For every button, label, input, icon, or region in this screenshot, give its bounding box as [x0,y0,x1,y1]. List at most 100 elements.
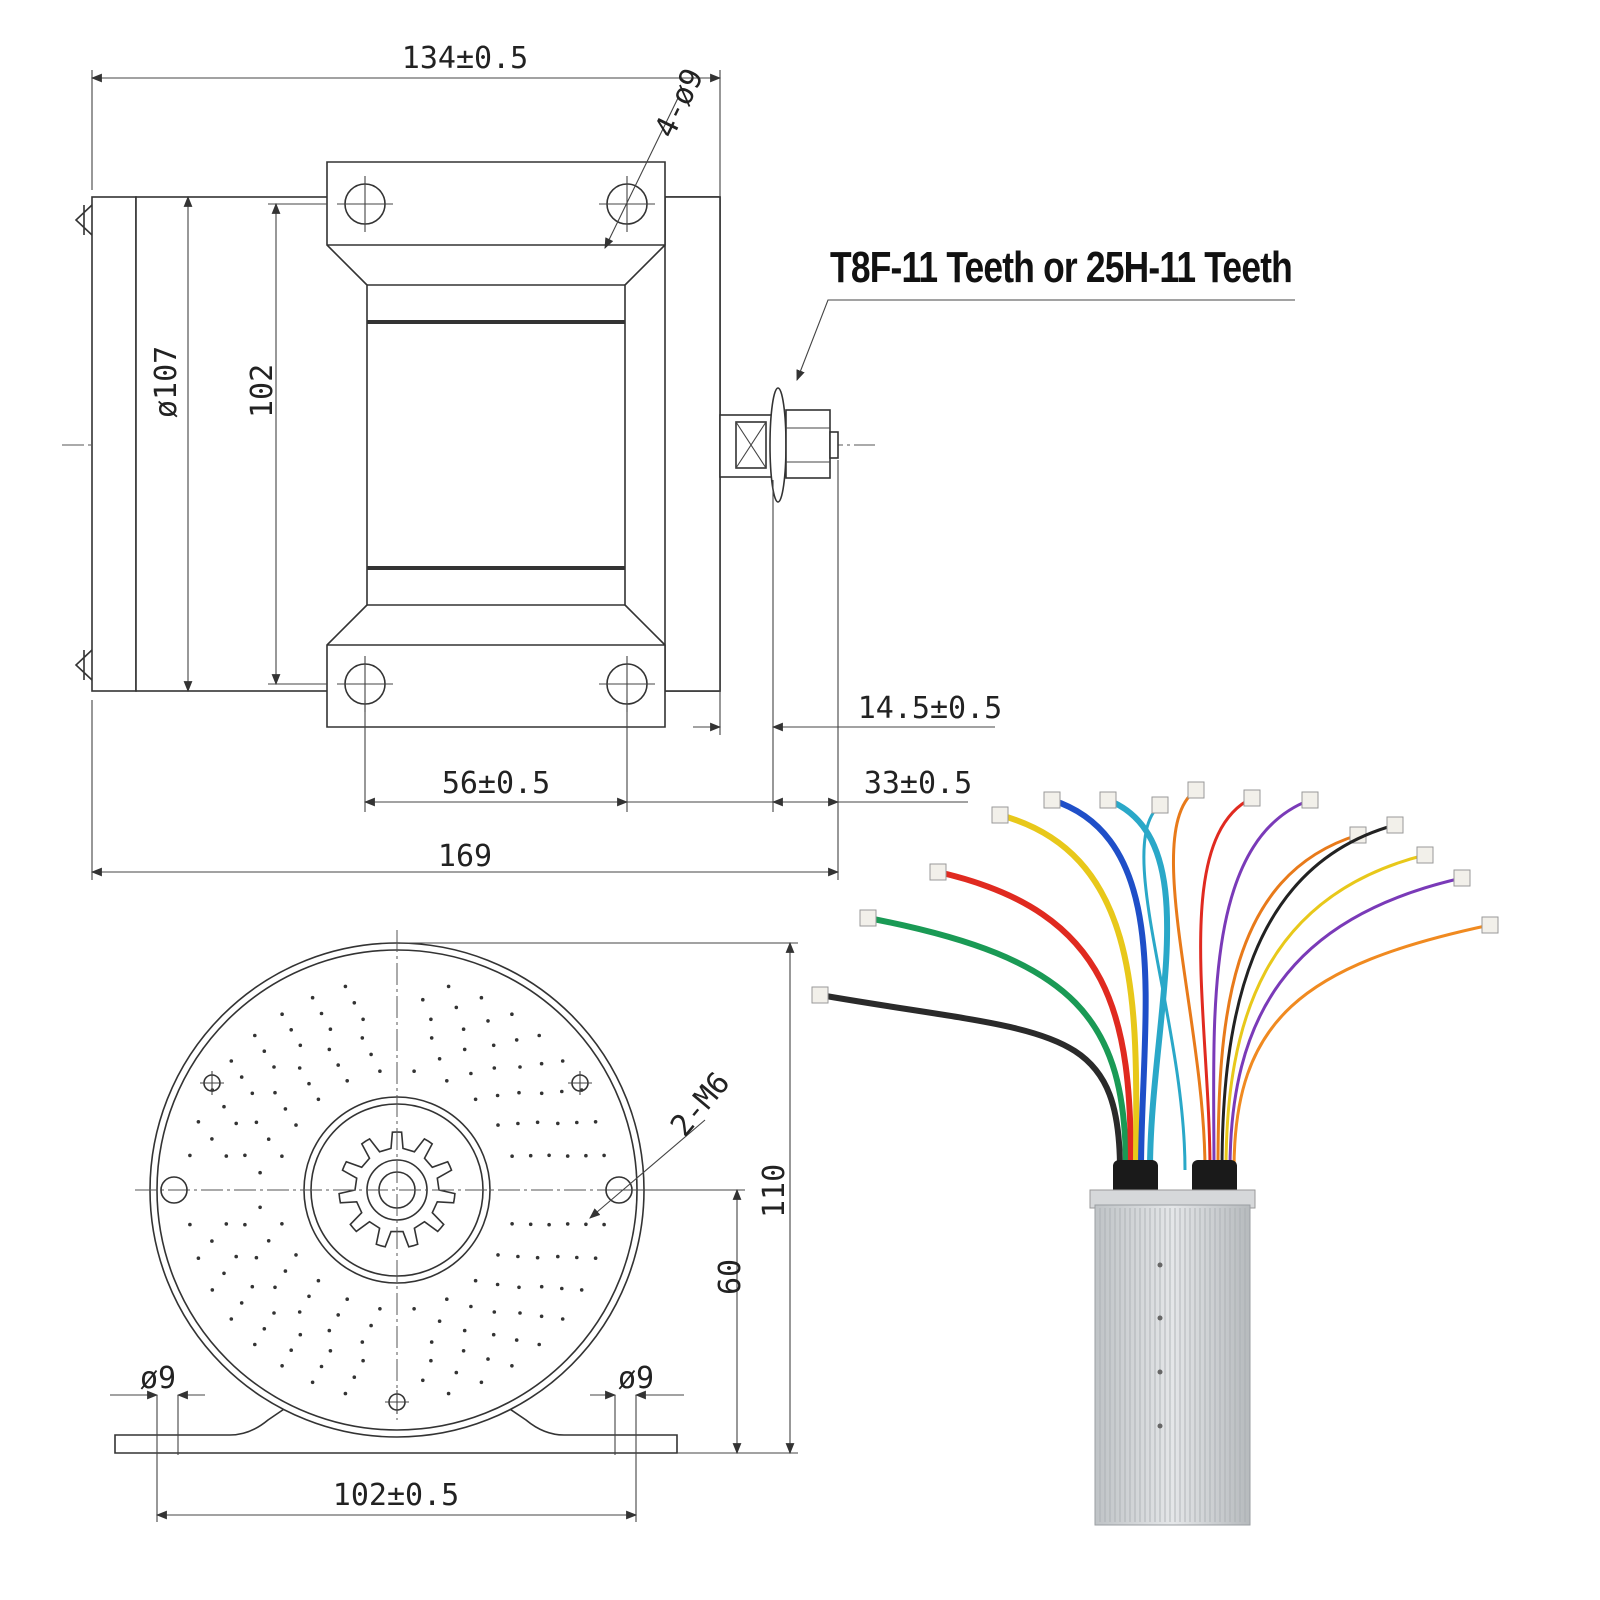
vent-dot [528,1153,533,1158]
vent-dot [280,1364,284,1368]
vent-dot [307,1294,311,1299]
vent-dot [327,1328,332,1333]
shaft-and-sprocket [719,387,839,503]
vent-dot [294,1123,298,1127]
vent-dot [239,1075,244,1079]
vent-dot [516,1121,520,1126]
vent-dot [262,1327,267,1331]
vent-dot [486,1357,490,1361]
wire [1224,853,1426,1171]
vent-dot [294,1253,298,1257]
wire [1142,803,1187,1171]
vent-dot [310,995,315,1000]
vent-dot [266,1239,271,1243]
vent-dot [280,1154,284,1158]
vent-dot [254,1255,259,1260]
vent-dot [360,1036,365,1040]
vent-dot [188,1153,192,1158]
vent-dot [412,1069,416,1073]
vent-dot [496,1253,500,1257]
vent-dot [510,1154,514,1158]
wire-connector [1043,791,1061,809]
wire [867,915,1129,1171]
wire-connector [859,909,877,927]
motor-controller [811,781,1499,1526]
vent-dot [514,1038,519,1042]
vent-dot [537,1033,541,1038]
vent-dot [258,1170,262,1175]
vent-dot [280,1012,284,1016]
dim-thread-spec: 2-M6 [664,1066,737,1144]
dim-total-length: 169 [438,839,492,874]
vent-dot [496,1123,500,1127]
vent-dot [352,1001,357,1005]
wire [1106,797,1171,1171]
dim-hole-spec: 4-ø9 [648,63,711,143]
vent-dot [602,1222,606,1227]
vent-dot [210,1137,214,1141]
vent-dot [369,1323,373,1328]
vent-dot [462,1047,467,1052]
vent-dot [560,1059,565,1063]
vent-dot [266,1137,271,1141]
screw-icon [1157,1369,1163,1375]
vent-dot [537,1342,541,1347]
wire-connector [991,806,1009,824]
wire [999,812,1140,1171]
vent-dot [560,1317,565,1321]
vent-dot [229,1059,234,1063]
vent-dot [319,1011,324,1016]
vent-dot [454,1370,459,1375]
vent-dot [469,1304,473,1309]
vent-dot [343,984,348,989]
dim-mount-spacing: 56±0.5 [442,766,550,801]
vent-dot [234,1254,238,1259]
vent-dot [378,1307,382,1311]
vent-dot [492,1310,497,1314]
vent-dot [437,1319,442,1323]
vent-dot [210,1239,214,1243]
vent-dot [510,1222,514,1226]
vent-dot [336,1063,341,1067]
vent-dot [518,1065,522,1069]
vent-dot [316,1278,321,1283]
vent-dot [328,1349,333,1353]
vent-dot [272,1065,276,1069]
vent-dot [327,1047,332,1052]
vent-dot [352,1375,357,1379]
vent-dot [210,1288,215,1292]
vent-dot [343,1391,348,1396]
end-cap-left [91,196,137,692]
vent-dot [495,1093,500,1098]
vent-dot [222,1271,226,1276]
vent-dot [421,1378,425,1383]
vent-dot [196,1120,201,1124]
mounting-bracket [326,161,666,728]
vent-dot [437,1057,442,1061]
vent-dot [454,1005,459,1010]
vent-dot [479,1380,484,1385]
vent-dot [491,1043,496,1048]
vent-dot [196,1256,201,1260]
vent-dot [253,1342,257,1347]
vent-dot [556,1254,560,1259]
vent-dot [514,1338,519,1342]
vent-dot [565,1222,570,1226]
vent-dot [239,1301,244,1305]
vent-dot [560,1286,564,1291]
vent-dot [222,1104,226,1109]
vent-dot [535,1120,540,1125]
ventilation-dots [188,984,606,1396]
vent-dot [584,1222,588,1227]
controller-wires [811,781,1499,1171]
front-view: 2-M6 110 60 ø9 ø9 102±0.5 [110,930,798,1522]
vent-dot [258,1205,262,1210]
screw-icon [1157,1315,1163,1321]
vent-dot [491,1332,496,1337]
vent-dot [535,1255,540,1260]
vent-dot [273,1090,277,1095]
vent-dot [528,1222,533,1227]
vent-dot [369,1052,373,1057]
wire-connector [1099,791,1117,809]
wire [937,869,1134,1171]
